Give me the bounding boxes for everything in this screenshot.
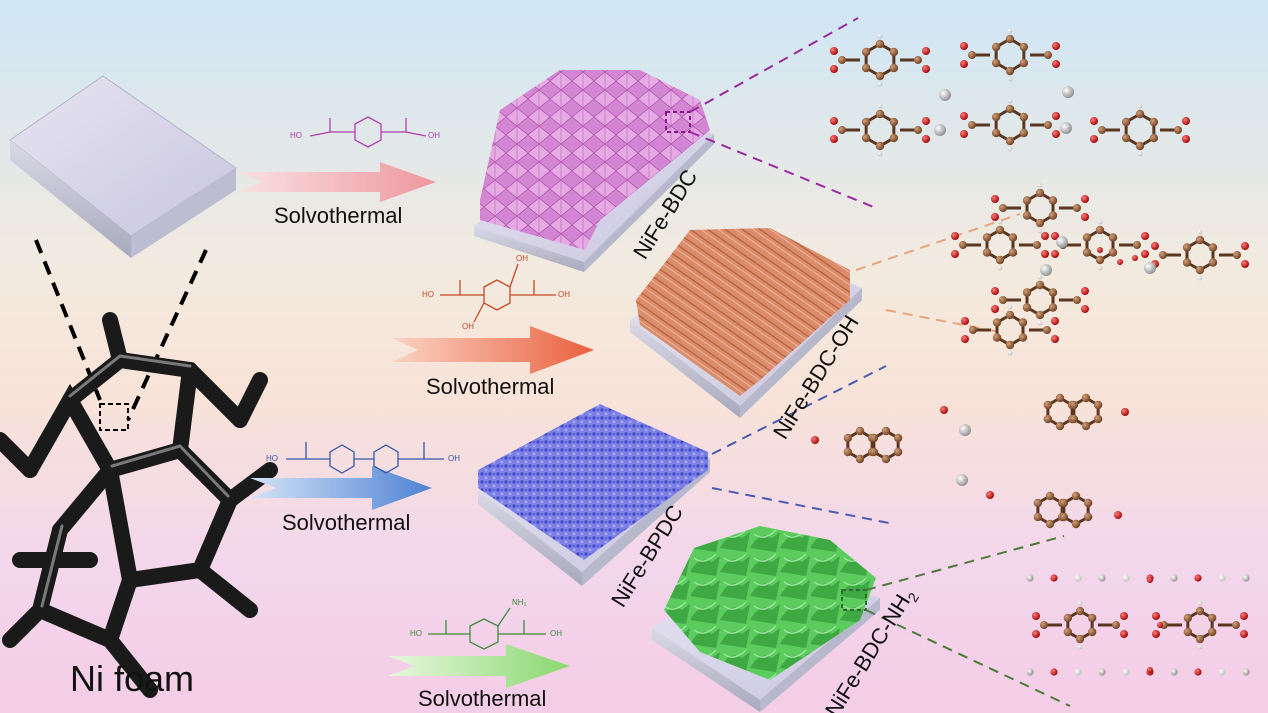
zoom-lines-bpdc (711, 365, 895, 525)
zoom-box-bdc (665, 111, 691, 133)
arrow-step-2 (392, 326, 594, 374)
linker-bdc (309, 116, 427, 148)
linker-bdc-ho: HO (290, 131, 302, 140)
linker-bpdc-ho: HO (266, 454, 278, 463)
linker-bdcoh-oh-bottom: OH (462, 322, 474, 331)
linker-nh2-oh: OH (550, 629, 562, 638)
zoom-lines-bdc-oh (855, 213, 1021, 333)
zoom-box-ni-foam (99, 403, 129, 431)
mof-plate-bdc-oh (630, 228, 862, 418)
solvothermal-label-2: Solvothermal (426, 374, 555, 399)
molecule-structure-icon (811, 393, 1129, 529)
linker-bdcoh-oh: OH (558, 290, 570, 299)
mof-plate-bpdc (478, 404, 710, 586)
arrow-step-4 (388, 644, 570, 688)
zoom-box-bdc-nh2 (841, 589, 867, 611)
zoom-lines-bdc (689, 17, 877, 209)
arrow-step-3 (250, 466, 432, 510)
mof-plate-bdc (474, 70, 714, 272)
linker-bdcoh-ho: HO (422, 290, 434, 299)
zoom-lines-bdc-nh2 (865, 535, 1071, 707)
molecule-structure-icon (951, 182, 1249, 356)
linker-nh2-amine: NH₂ (512, 598, 527, 607)
linker-bpdc-oh: OH (448, 454, 460, 463)
arrow-step-1 (238, 162, 436, 202)
linker-nh2-ho: HO (410, 629, 422, 638)
solvothermal-label-1: Solvothermal (274, 203, 403, 228)
linker-bdcoh-oh-top: OH (516, 254, 528, 263)
molecule-structure-icon (1026, 574, 1250, 676)
ni-foam-cube-icon (9, 75, 237, 258)
molecule-structure-icon (830, 28, 1190, 157)
solvothermal-label-4: Solvothermal (418, 686, 547, 711)
zoom-lines-ni-foam (34, 239, 208, 421)
linker-bdc-nh2 (428, 607, 546, 650)
ni-foam-skeleton (0, 312, 278, 698)
linker-bdc-oh: OH (428, 131, 440, 140)
solvothermal-label-3: Solvothermal (282, 510, 411, 535)
ni-foam-label: Ni foam (70, 658, 195, 699)
mof-plate-bdc-nh2 (652, 526, 880, 712)
linker-bpdc (286, 442, 444, 474)
linker-bdc-oh (440, 263, 556, 323)
